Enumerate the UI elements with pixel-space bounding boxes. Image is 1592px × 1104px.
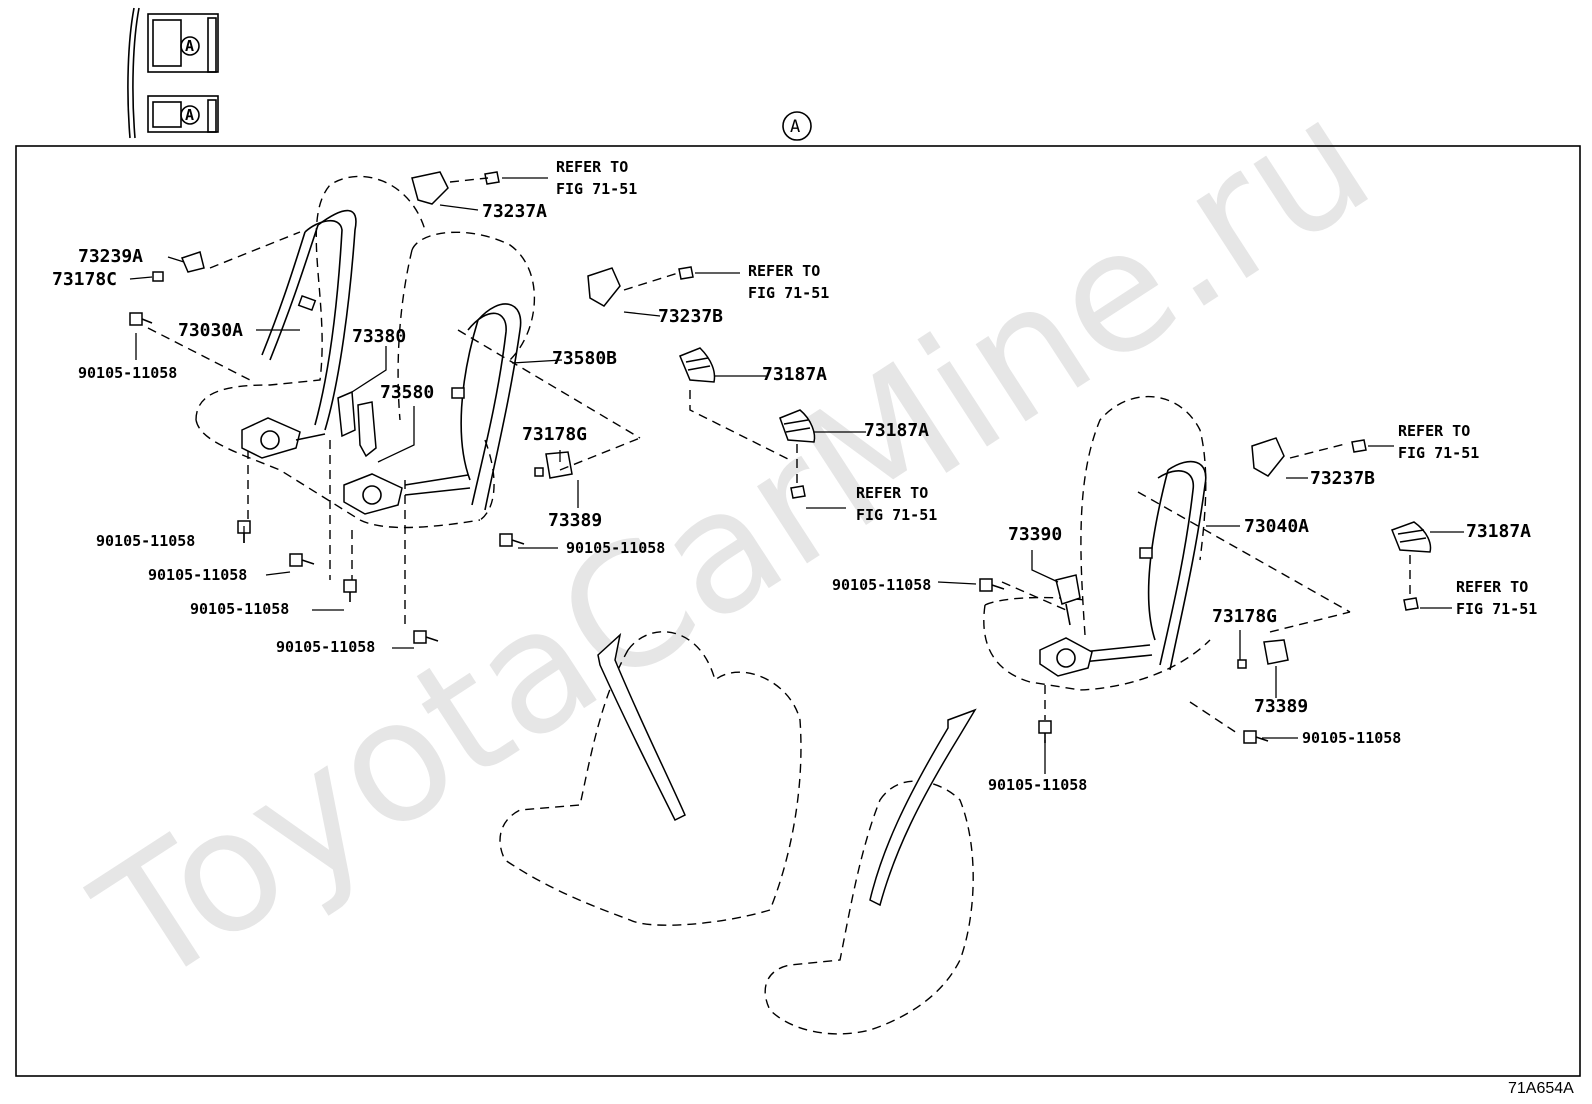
- refer-4-line1: REFER TO: [1398, 422, 1470, 440]
- retractor-right: [1039, 637, 1093, 677]
- right-seat-outline: [983, 396, 1351, 720]
- label-73380: 73380: [352, 326, 406, 347]
- refer-2-line2: FIG 71-51: [748, 284, 829, 302]
- view-marker-circle: [782, 111, 812, 141]
- refer-5-line2: FIG 71-51: [1456, 600, 1537, 618]
- label-73237B-left: 73237B: [658, 306, 723, 327]
- label-bolt-5: 90105-11058: [276, 638, 375, 656]
- buckle-73380: [337, 390, 377, 458]
- refer-3-line1: REFER TO: [856, 484, 928, 502]
- label-73389-left: 73389: [548, 510, 602, 531]
- connector-lines-left: [147, 177, 679, 471]
- bolts-left: [129, 171, 806, 644]
- label-73187A-3: 73187A: [1466, 521, 1531, 542]
- covers-left: [152, 171, 621, 479]
- label-73580B: 73580B: [552, 348, 617, 369]
- label-73178C: 73178C: [52, 269, 117, 290]
- figure-code: 71A654A: [1508, 1080, 1574, 1097]
- leader-lines: [129, 177, 1464, 774]
- key-thumbnail: A A: [127, 7, 219, 139]
- thumb-marker-b: A: [185, 106, 194, 124]
- refer-1-line2: FIG 71-51: [556, 180, 637, 198]
- refer-notes: REFER TO FIG 71-51 REFER TO FIG 71-51 RE…: [556, 158, 1537, 618]
- diagram-frame: [15, 145, 1581, 1077]
- lower-seats: [499, 631, 977, 1035]
- part-labels: 73237A 73239A 73178C 73030A 73380 73580 …: [52, 201, 1531, 717]
- bolt-labels: 90105-11058 90105-11058 90105-11058 9010…: [78, 364, 1401, 794]
- label-bolt-2: 90105-11058: [96, 532, 195, 550]
- label-73390: 73390: [1008, 524, 1062, 545]
- label-73237B-right: 73237B: [1310, 468, 1375, 489]
- label-73040A: 73040A: [1244, 516, 1309, 537]
- thumb-marker-a: A: [185, 37, 194, 55]
- refer-4-line2: FIG 71-51: [1398, 444, 1479, 462]
- label-73580: 73580: [380, 382, 434, 403]
- belt-73030A: [261, 209, 357, 431]
- retractor-left: [241, 417, 326, 459]
- belt-73580B: [404, 303, 522, 511]
- label-73187A-2: 73187A: [864, 420, 929, 441]
- refer-2-line1: REFER TO: [748, 262, 820, 280]
- label-bolt-1: 90105-11058: [78, 364, 177, 382]
- refer-1-line1: REFER TO: [556, 158, 628, 176]
- label-73178G-right: 73178G: [1212, 606, 1277, 627]
- label-bolt-8: 90105-11058: [1302, 729, 1401, 747]
- label-bolt-3: 90105-11058: [148, 566, 247, 584]
- refer-3-line2: FIG 71-51: [856, 506, 937, 524]
- label-bolt-7: 90105-11058: [832, 576, 931, 594]
- view-marker-label: A: [790, 117, 800, 137]
- label-73389-right: 73389: [1254, 696, 1308, 717]
- label-73239A: 73239A: [78, 246, 143, 267]
- label-73237A: 73237A: [482, 201, 547, 222]
- label-73187A-1: 73187A: [762, 364, 827, 385]
- label-bolt-6: 90105-11058: [566, 539, 665, 557]
- protector-73187A-mid: [679, 347, 816, 486]
- label-73030A: 73030A: [178, 320, 243, 341]
- label-73178G-left: 73178G: [522, 424, 587, 445]
- left-seat-outline: [195, 175, 536, 630]
- buckle-73390: [1001, 574, 1081, 626]
- label-bolt-9: 90105-11058: [988, 776, 1087, 794]
- refer-5-line1: REFER TO: [1456, 578, 1528, 596]
- belt-73040A: [1081, 460, 1207, 671]
- bolts-right: [979, 439, 1419, 744]
- retractor-center: [343, 473, 403, 515]
- covers-right: [1237, 437, 1432, 669]
- label-bolt-4: 90105-11058: [190, 600, 289, 618]
